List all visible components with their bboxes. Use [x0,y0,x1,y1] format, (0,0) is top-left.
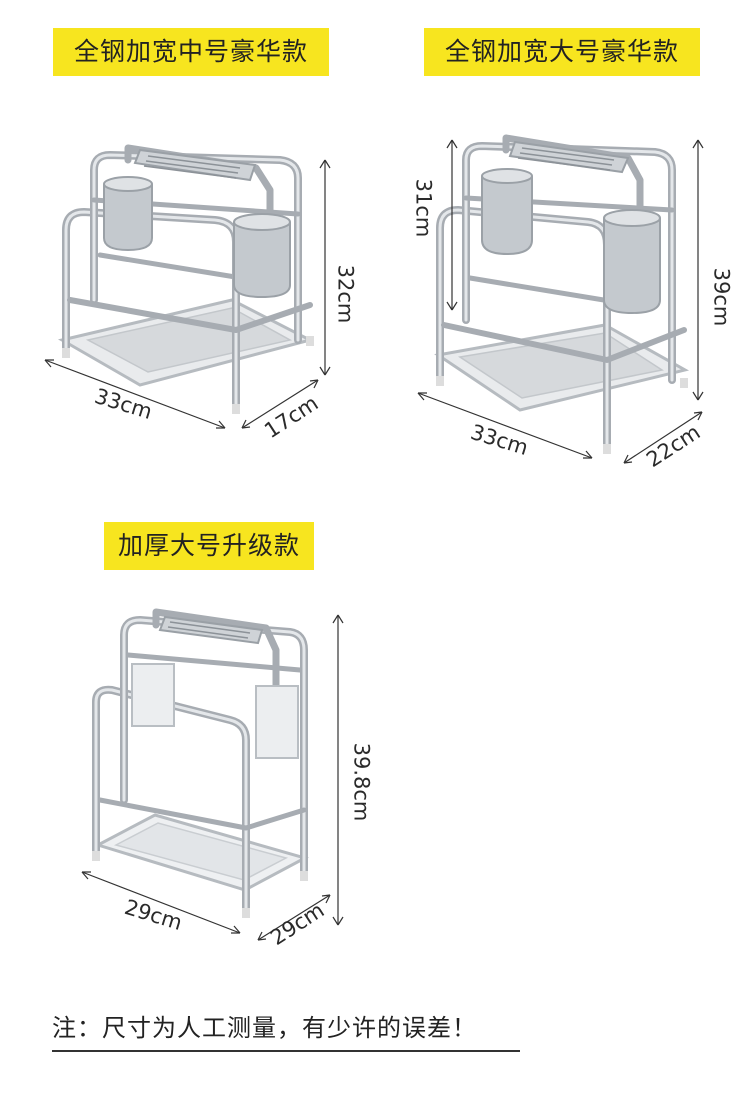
product-2-dimensions [417,139,704,464]
measurement-note: 注：尺寸为人工测量，有少许的误差！ [52,1010,520,1052]
product-1-title: 全钢加宽中号豪华款 [53,28,329,76]
product-3-height-label: 39.8cm [349,742,374,822]
product-2-title: 全钢加宽大号豪华款 [424,28,700,76]
product-1-dimensions [44,159,331,429]
product-3-dimensions [81,614,344,941]
product-3-title: 加厚大号升级款 [104,522,314,570]
knife-rack-large-image [434,134,690,454]
knife-rack-upgrade-image [92,608,309,918]
knife-rack-medium-image [57,144,315,414]
